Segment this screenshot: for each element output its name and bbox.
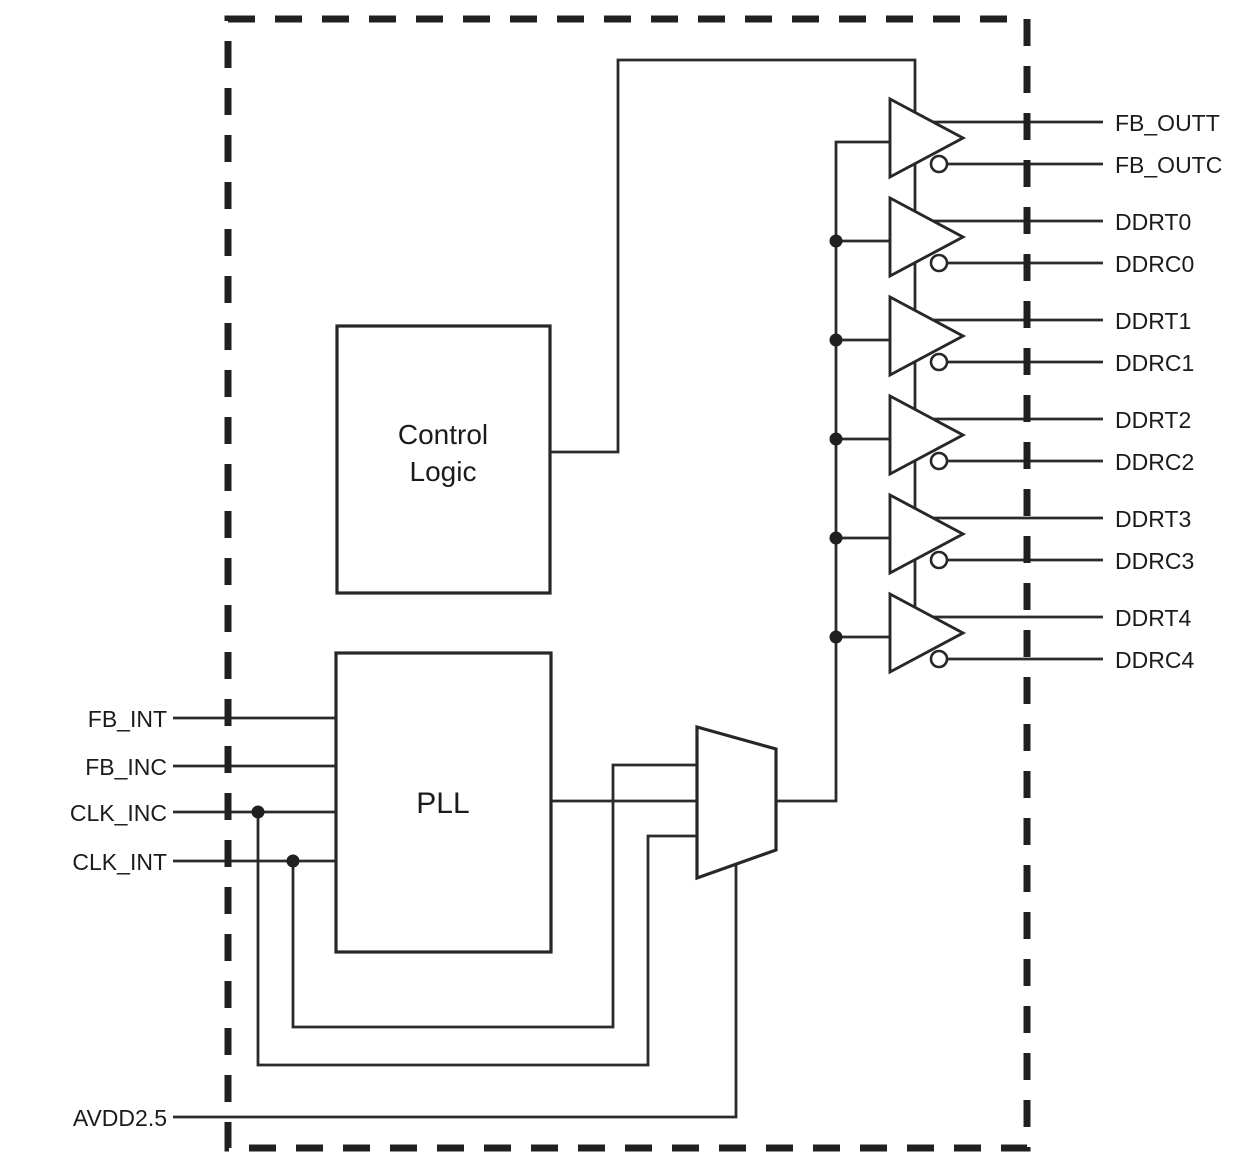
junction-dot <box>829 432 843 446</box>
output-buffer-ddr0 <box>888 195 1103 279</box>
inverter-bubble-icon <box>929 550 949 570</box>
junction-dot <box>286 854 300 868</box>
buffer-triangle <box>888 492 967 576</box>
clk-int-bypass-wire <box>291 763 697 1029</box>
control-enable-wire <box>550 58 917 640</box>
wires <box>173 58 917 1119</box>
pin-label-ddrc0: DDRC0 <box>1115 251 1194 277</box>
junction-dot <box>829 234 843 248</box>
pll-block: PLL <box>334 651 553 954</box>
clk-inc-bypass-wire <box>256 812 697 1067</box>
pll-label: PLL <box>416 787 469 820</box>
buffer-triangle <box>888 294 967 378</box>
pin-label-ddrt4: DDRT4 <box>1115 605 1191 631</box>
pin-label-fb-outt: FB_OUTT <box>1115 110 1220 136</box>
buffer-triangle <box>888 96 967 180</box>
output-buffer-ddr4 <box>888 591 1103 675</box>
control-logic-label-line2: Logic <box>410 456 477 487</box>
mux <box>695 724 778 881</box>
pin-label-ddrt2: DDRT2 <box>1115 407 1191 433</box>
pin-label-ddrt0: DDRT0 <box>1115 209 1191 235</box>
output-buffer-ddr1 <box>888 294 1103 378</box>
junction-dot <box>829 333 843 347</box>
buffer-triangle <box>888 591 967 675</box>
junction-dot <box>251 805 265 819</box>
output-buffer-ddr3 <box>888 492 1103 576</box>
output-buffer-fb <box>888 96 1103 180</box>
pin-label-ddrt3: DDRT3 <box>1115 506 1191 532</box>
chip-boundary <box>224 15 1031 1152</box>
inverter-bubble-icon <box>929 253 949 273</box>
pin-label-avdd: AVDD2.5 <box>73 1105 167 1131</box>
inverter-bubble-icon <box>929 352 949 372</box>
control-logic-box <box>335 324 552 595</box>
inverter-bubble-icon <box>929 649 949 669</box>
buffer-triangle <box>888 195 967 279</box>
pin-label-fb-int: FB_INT <box>88 706 167 732</box>
pll-box <box>334 651 553 954</box>
pin-label-ddrt1: DDRT1 <box>1115 308 1191 334</box>
output-buffer-ddr2 <box>888 393 1103 477</box>
pin-label-ddrc4: DDRC4 <box>1115 647 1194 673</box>
buffer-triangle <box>888 393 967 477</box>
pin-label-clk-int: CLK_INT <box>72 849 167 875</box>
pin-label-fb-outc: FB_OUTC <box>1115 152 1222 178</box>
mux-output-bus <box>776 140 890 803</box>
junction-dot <box>829 531 843 545</box>
junction-dots <box>251 234 843 868</box>
pin-label-ddrc2: DDRC2 <box>1115 449 1194 475</box>
pin-label-ddrc3: DDRC3 <box>1115 548 1194 574</box>
pin-label-ddrc1: DDRC1 <box>1115 350 1194 376</box>
junction-dot <box>829 630 843 644</box>
control-logic-label-line1: Control <box>398 419 488 450</box>
pin-label-fb-inc: FB_INC <box>85 754 167 780</box>
left-pin-labels: FB_INT FB_INC CLK_INC CLK_INT AVDD2.5 <box>70 706 167 1131</box>
inverter-bubble-icon <box>929 154 949 174</box>
pin-label-clk-inc: CLK_INC <box>70 800 167 826</box>
avdd-wire <box>173 864 738 1119</box>
inverter-bubble-icon <box>929 451 949 471</box>
control-logic-block: Control Logic <box>335 324 552 595</box>
right-pin-labels: FB_OUTT FB_OUTC DDRT0 DDRC0 DDRT1 DDRC1 … <box>1115 110 1222 673</box>
mux-trapezoid <box>695 724 778 881</box>
